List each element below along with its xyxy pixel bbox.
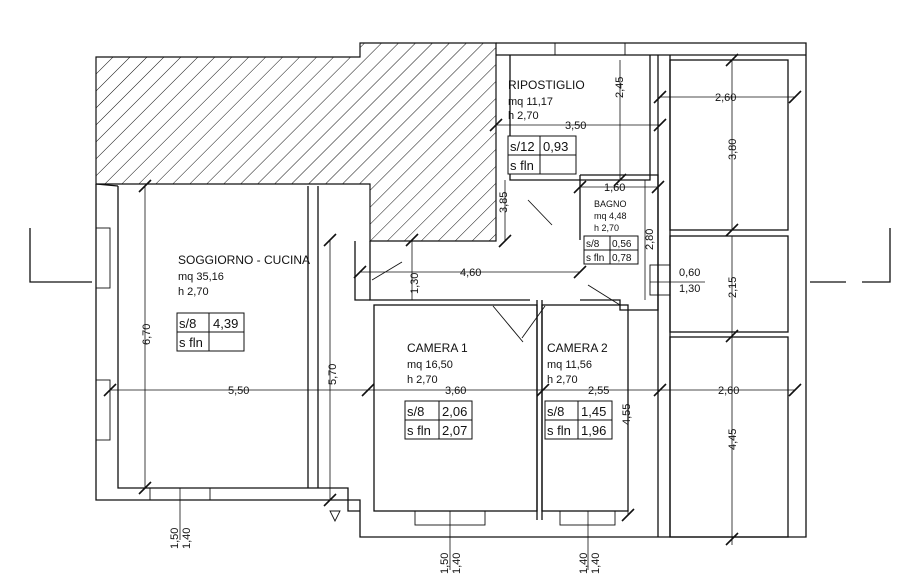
dim-right-top-width: 2,60: [715, 92, 736, 104]
room-area: mq 11,17: [508, 96, 553, 108]
svg-text:s/8: s/8: [179, 316, 196, 331]
room-height: h 2,70: [407, 374, 438, 386]
svg-text:s/8: s/8: [407, 404, 424, 419]
dim-win-c2-b: 1,40: [590, 553, 602, 574]
svg-text:1,96: 1,96: [581, 423, 606, 438]
ratio-table: s/8 1,45 s fln 1,96: [544, 400, 613, 440]
room-height: h 2,70: [547, 374, 578, 386]
hatched-area: [95, 42, 497, 242]
room-area: mq 11,56: [547, 359, 592, 371]
dim-win-060: 0,60: [679, 267, 700, 279]
dimension-lines: [103, 53, 802, 570]
dim-bagno-width: 1,60: [604, 182, 625, 194]
storage-room-top: [669, 59, 789, 231]
room-area: mq 16,50: [407, 359, 453, 371]
room-height: h 2,70: [178, 286, 209, 298]
dim-camera2-height: 4,55: [621, 404, 633, 425]
dim-win-c1-b: 1,40: [451, 553, 463, 574]
svg-text:s fln: s fln: [179, 335, 203, 350]
room-camera-2: CAMERA 2 mq 11,56 h 2,70 s/8 1,45 s fln …: [544, 341, 613, 440]
room-name: CAMERA 1: [407, 341, 468, 355]
dim-soggiorno-670: 6,70: [141, 324, 153, 345]
room-soggiorno-cucina: SOGGIORNO - CUCINA mq 35,16 h 2,70 s/8 4…: [176, 253, 310, 352]
dim-rip-height: 2,45: [614, 77, 626, 98]
room-camera-1: CAMERA 1 mq 16,50 h 2,70 s/8 2,06 s fln …: [404, 341, 473, 440]
storage-room-bottom: [669, 336, 789, 538]
ratio-table: s/8 4,39 s fln: [176, 312, 245, 352]
dim-right-bot-height: 4,45: [727, 429, 739, 450]
room-area: mq 35,16: [178, 271, 224, 283]
dim-camera2-width: 2,55: [588, 385, 609, 397]
dim-rip-385: 3,85: [498, 192, 510, 213]
svg-text:s fln: s fln: [586, 253, 604, 264]
dim-right-bot-width: 2,60: [718, 385, 739, 397]
dim-win-130: 1,30: [679, 283, 700, 295]
svg-text:s fln: s fln: [547, 423, 571, 438]
dim-bagno-height: 2,80: [644, 229, 656, 250]
svg-text:s fln: s fln: [407, 423, 431, 438]
dim-soggiorno-570: 5,70: [327, 364, 339, 385]
dim-win-c2-a: 1,40: [578, 553, 590, 574]
dim-win-left-b: 1,40: [181, 528, 193, 549]
room-height: h 2,70: [508, 110, 539, 122]
svg-text:s/8: s/8: [547, 404, 564, 419]
dim-corridor-130: 1,30: [409, 273, 421, 294]
ratio-table: s/12 0,93 s fln: [507, 135, 577, 175]
svg-text:1,45: 1,45: [581, 404, 606, 419]
room-height: h 2,70: [594, 223, 619, 233]
dim-camera1-width: 3,60: [445, 385, 466, 397]
dim-win-left-a: 1,50: [169, 528, 181, 549]
dim-soggiorno-width: 5,50: [228, 385, 249, 397]
svg-text:4,39: 4,39: [213, 316, 238, 331]
svg-text:0,56: 0,56: [612, 239, 632, 250]
svg-text:2,07: 2,07: [442, 423, 467, 438]
ratio-table: s/8 2,06 s fln 2,07: [404, 400, 473, 440]
room-name: RIPOSTIGLIO: [508, 78, 585, 92]
section-markers: [29, 228, 891, 283]
room-name: CAMERA 2: [547, 341, 608, 355]
svg-text:s fln: s fln: [510, 158, 534, 173]
room-name: SOGGIORNO - CUCINA: [178, 253, 310, 267]
dim-win-c1-a: 1,50: [439, 553, 451, 574]
svg-text:s/8: s/8: [586, 239, 600, 250]
ratio-table: s/8 0,56 s fln 0,78: [583, 235, 639, 265]
dim-corridor: 4,60: [460, 267, 481, 279]
svg-text:s/12: s/12: [510, 139, 535, 154]
svg-text:0,78: 0,78: [612, 253, 632, 264]
dimension-labels: 2,45 3,50 3,85 1,60 2,80 4,60 1,30 5,50 …: [141, 77, 739, 574]
room-ripostiglio: RIPOSTIGLIO mq 11,17 h 2,70 s/12 0,93 s …: [507, 78, 585, 175]
dim-rip-width: 3,50: [565, 120, 586, 132]
svg-text:0,93: 0,93: [543, 139, 568, 154]
dim-right-top-height: 3,80: [727, 139, 739, 160]
dim-right-mid-height: 2,15: [727, 277, 739, 298]
svg-text:2,06: 2,06: [442, 404, 467, 419]
room-area: mq 4,48: [594, 211, 627, 221]
doors: [371, 199, 621, 343]
room-name: BAGNO: [594, 199, 627, 209]
room-bagno: BAGNO mq 4,48 h 2,70 s/8 0,56 s fln 0,78: [583, 199, 639, 265]
